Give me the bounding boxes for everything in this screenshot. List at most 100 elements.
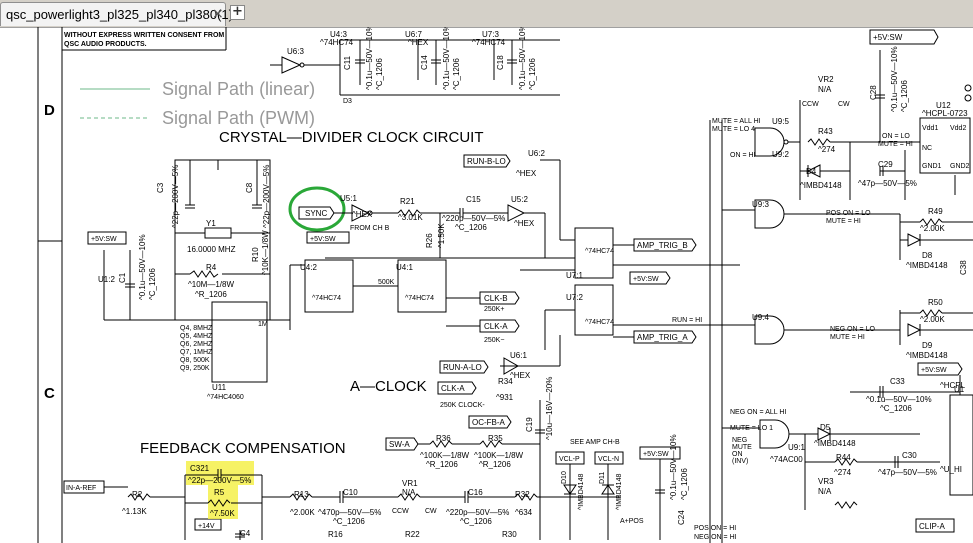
run-a-lo-port[interactable]: RUN-A-LO — [443, 363, 482, 372]
u67-label: U6:7 — [405, 30, 422, 39]
u61-label: U6:1 — [510, 351, 527, 360]
sync-highlight-circle — [288, 186, 346, 232]
schematic-drawing: D C WITHOUT EXPRESS WRITTEN CONSENT FROM… — [37, 27, 973, 543]
r22-label: R22 — [405, 530, 420, 539]
u12-gnd1: GND1 — [922, 163, 942, 170]
u73-value: ^74HC74 — [472, 38, 506, 47]
zone-c-label: C — [44, 385, 55, 402]
crystal-wiring — [103, 159, 305, 383]
u43-label: U4:3 — [330, 30, 347, 39]
top-d3: D3 — [343, 98, 352, 105]
c14-label: C14 — [420, 55, 429, 70]
r21-label: R21 — [400, 197, 415, 206]
r4-package: ^R_1206 — [195, 290, 227, 299]
clip-a-port[interactable]: CLIP-A — [919, 522, 945, 531]
vr2-cw: CW — [838, 101, 850, 108]
on-lo-label: ON = LO — [882, 133, 910, 140]
legend-linear: Signal Path (linear) — [162, 79, 315, 99]
r4-label: R4 — [206, 263, 217, 272]
schematic-canvas: D C WITHOUT EXPRESS WRITTEN CONSENT FROM… — [0, 27, 973, 543]
c4-label: C4 — [240, 529, 251, 538]
on-label: ON — [732, 451, 743, 458]
document-tab[interactable]: qsc_powerlight3_pl325_pl340_pl380(1) × — [0, 2, 233, 26]
note-line-1: WITHOUT EXPRESS WRITTEN CONSENT FROM — [64, 32, 224, 39]
vr3-value: N/A — [818, 487, 832, 496]
tab-bar: qsc_powerlight3_pl325_pl340_pl380(1) × + — [0, 0, 973, 28]
amp-trig-b-port[interactable]: AMP_TRIG_B — [637, 241, 688, 250]
c24-value: ^0.1u—50V—10% — [669, 434, 678, 500]
d9-value: ^IMBD4148 — [906, 351, 948, 360]
tab-title: qsc_powerlight3_pl325_pl340_pl380(1) — [6, 7, 233, 22]
close-icon[interactable]: × — [212, 6, 224, 22]
a-pos-label: A+POS — [620, 518, 644, 525]
c30-label: C30 — [902, 451, 917, 460]
clock250-label: 250K CLOCK- — [440, 402, 485, 409]
c29-value: ^47p—50V—5% — [858, 179, 917, 188]
vcl-p-port[interactable]: VCL-P — [559, 456, 580, 463]
c1-label: C1 — [118, 272, 127, 283]
r21-value: ^3.01K — [398, 213, 423, 222]
r32-value: ^634 — [515, 508, 533, 517]
k250-minus: 250K− — [484, 337, 504, 344]
u43-value: ^74HC74 — [320, 38, 354, 47]
u92-label: U9:2 — [772, 150, 789, 159]
hcpl-label: ^HCPL — [940, 381, 966, 390]
u-hi-label: ^U_HI — [940, 465, 962, 474]
sync-port[interactable] — [298, 206, 335, 220]
vcl-n-port[interactable]: VCL-N — [598, 456, 619, 463]
mute-hi-label-3: MUTE = HI — [830, 334, 865, 341]
right-edge — [954, 84, 972, 195]
new-tab-button[interactable]: + — [230, 5, 245, 20]
amp-trig-a-port[interactable]: AMP_TRIG_A — [637, 333, 688, 342]
legend: Signal Path (linear) Signal Path (PWM) — [80, 79, 315, 128]
sw-a-port[interactable]: SW-A — [389, 440, 410, 449]
oc-fb-a-port[interactable]: OC-FB-A — [472, 418, 506, 427]
d10-label: D10 — [561, 471, 568, 484]
r36-value: ^100K—1/8W — [420, 451, 470, 460]
c1-package: ^C_1206 — [148, 268, 157, 300]
clk-a-port-2[interactable]: CLK-A — [441, 384, 465, 393]
u62-value: ^HEX — [516, 169, 537, 178]
d5-label: D5 — [820, 423, 831, 432]
on-hi-label: ON = HI — [730, 152, 756, 159]
r10-label: R10 — [251, 247, 260, 262]
c19-label: C19 — [525, 417, 534, 432]
run-b-lo-port[interactable]: RUN-B-LO — [467, 157, 506, 166]
heading-crystal: CRYSTAL—DIVIDER CLOCK CIRCUIT — [219, 129, 484, 146]
u91-label: U9:1 — [788, 443, 805, 452]
zone-d-label: D — [44, 102, 55, 119]
c18-package: ^C_1206 — [528, 58, 537, 90]
mute-lo-1: MUTE = LO 1 — [730, 425, 773, 432]
u11-label: U11 — [212, 383, 227, 392]
u11-value: ^74HC4060 — [207, 394, 244, 401]
c8-value: ^22p—200V—5% — [262, 165, 271, 228]
c16-value: ^220p—50V—5% — [446, 508, 509, 517]
c1-value: ^0.1u—50V—10% — [138, 234, 147, 300]
in-a-ref-port[interactable]: IN-A-REF — [66, 485, 96, 492]
neg-on-label: NEG ON = HI — [694, 534, 737, 541]
u1-right-label: U1 — [954, 385, 965, 394]
neg-on-lo-label: NEG ON = LO — [830, 326, 875, 333]
clk-b-port[interactable]: CLK-B — [484, 294, 508, 303]
mute-all-hi: MUTE = ALL HI — [712, 118, 761, 125]
u67-value: ^HEX — [408, 38, 429, 47]
c18-value: ^0.1u—50V—10% — [518, 27, 527, 90]
u72-label: U7:2 — [566, 293, 583, 302]
c16-package: ^C_1206 — [460, 517, 492, 526]
c38-label: C38 — [959, 260, 968, 275]
u12-vdd2: Vdd2 — [950, 125, 966, 132]
k500-label: 500K — [378, 279, 395, 286]
u93-label: U9:3 — [752, 200, 769, 209]
v5sw-port-fb: +5V:SW — [643, 451, 669, 458]
q-freq-0: Q4, 8MHZ — [180, 325, 213, 332]
c24-label: C24 — [677, 510, 686, 525]
sync-port-label: SYNC — [305, 209, 327, 218]
neg-on-all-hi: NEG ON = ALL HI — [730, 409, 786, 416]
r44-value: ^274 — [834, 468, 852, 477]
r43-value: ^274 — [818, 145, 836, 154]
top-parts — [270, 39, 560, 96]
clk-a-port[interactable]: CLK-A — [484, 322, 508, 331]
v5sw-port-mid-label: +5V:SW — [310, 236, 336, 243]
vr1-value: N/A — [402, 488, 416, 497]
c11-value: ^0.1u—50V—10% — [365, 27, 374, 90]
